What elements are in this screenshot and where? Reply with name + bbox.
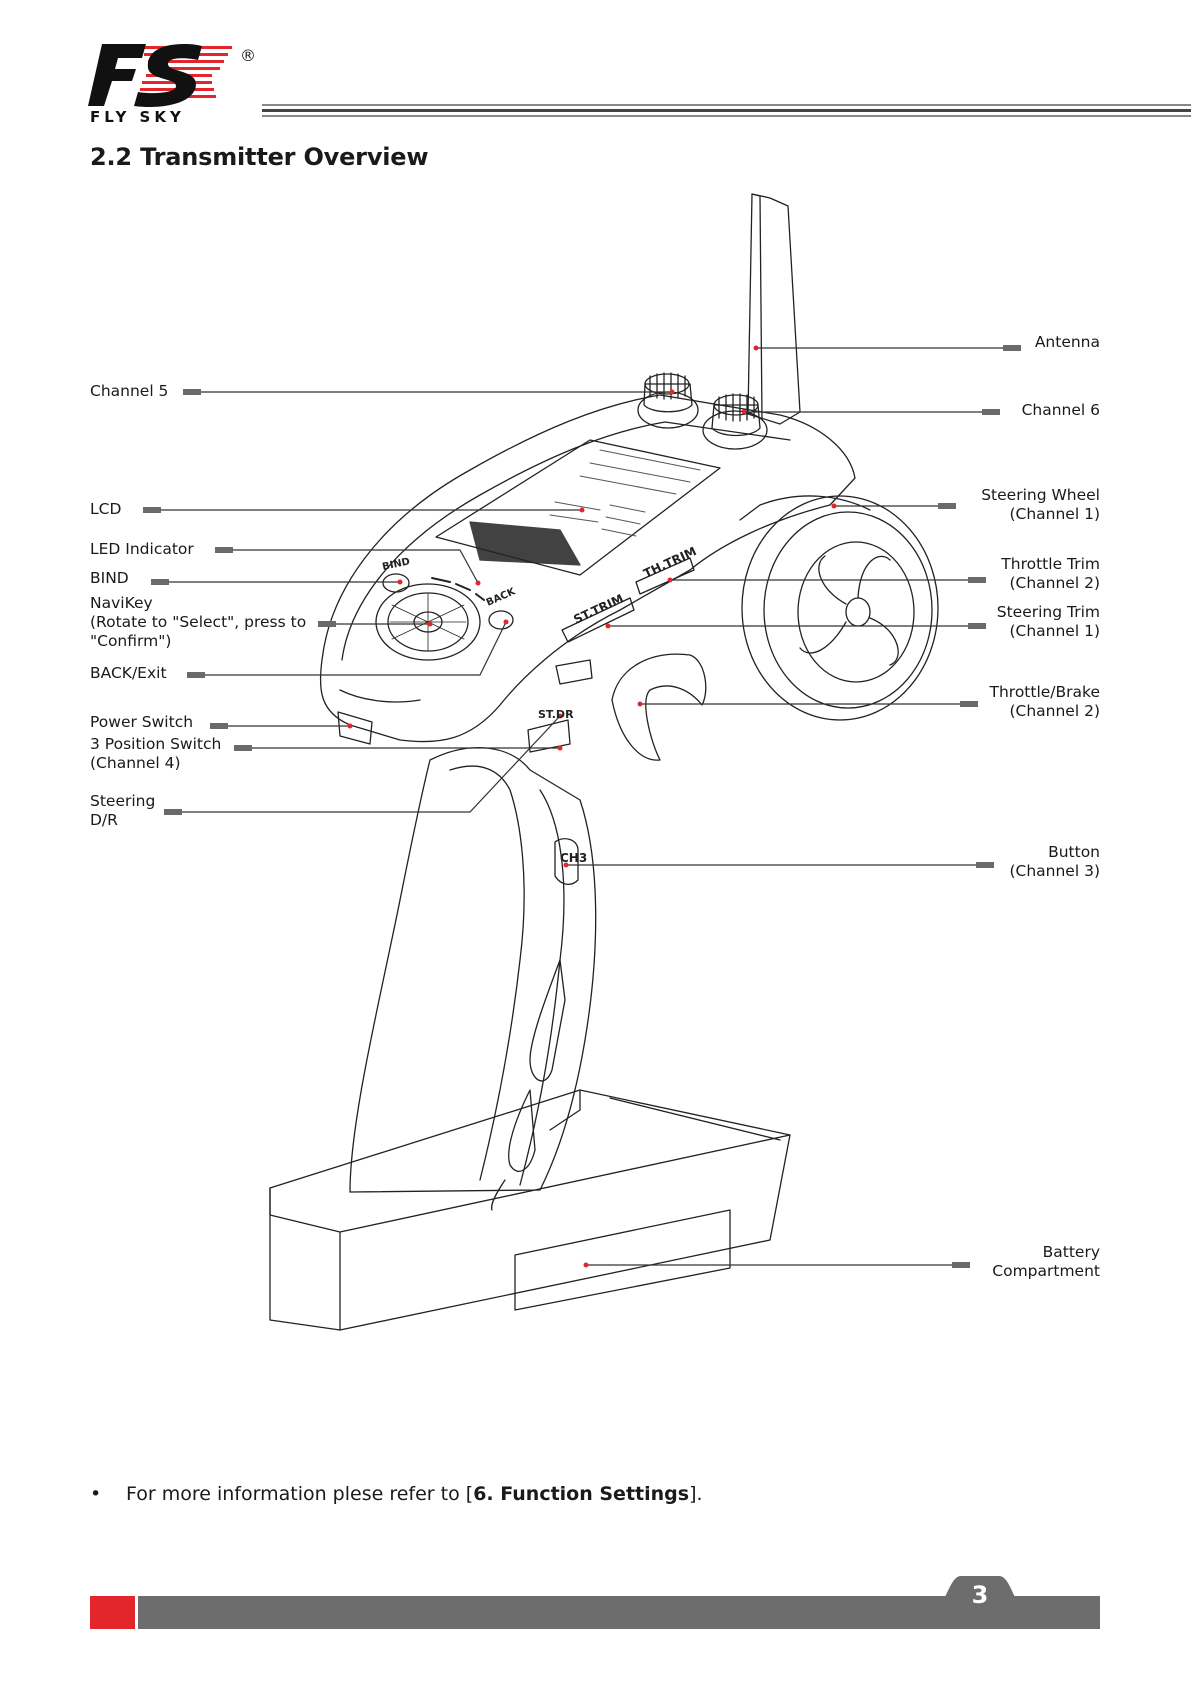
device-ch3-text: CH3 [560, 851, 587, 865]
st-trim-shape [561, 597, 635, 643]
device-bind-text: BIND [381, 556, 411, 573]
st-dr-switch [555, 659, 593, 685]
page-number-tab [930, 1576, 1030, 1612]
info-note: • For more information plese refer to [6.… [90, 1483, 703, 1505]
device-th-trim-text: TH.TRIM [641, 544, 698, 581]
power-switch-shape [337, 711, 373, 745]
steering-wheel-shape [739, 495, 939, 721]
label-antenna: Antenna [1034, 333, 1100, 351]
label-steering-dr: Steering D/R [90, 792, 156, 829]
label-channel6: Channel 6 [1021, 401, 1100, 419]
flysky-logo [88, 44, 232, 108]
grip-handle [349, 747, 597, 1193]
three-position-switch [527, 719, 571, 753]
label-power-switch: Power Switch [90, 713, 194, 731]
label-battery-compartment: Battery Compartment [992, 1243, 1100, 1280]
th-trim-shape [635, 557, 695, 595]
header-rule [262, 104, 1191, 117]
label-navikey: NaviKey (Rotate to "Select", press to "C… [90, 594, 307, 650]
label-throttle-brake: Throttle/Brake (Channel 2) [989, 683, 1101, 720]
label-back-exit: BACK/Exit [90, 664, 167, 682]
device-back-text: BACK [485, 586, 518, 609]
device-st-dr-text: ST.DR [538, 708, 574, 721]
antenna-shape [747, 193, 801, 425]
label-throttle-trim: Throttle Trim (Channel 2) [1001, 555, 1100, 592]
note-suffix: ]. [689, 1483, 703, 1505]
label-bind: BIND [90, 569, 129, 587]
battery-compartment-shape [514, 1209, 731, 1311]
label-three-position-switch: 3 Position Switch (Channel 4) [90, 735, 222, 772]
footer-bar [138, 1596, 1100, 1629]
transmitter-diagram: BIND BACK ST.TRIM TH.TRIM ST.DR CH3 [143, 193, 1021, 1331]
note-link-function-settings: 6. Function Settings [473, 1483, 690, 1505]
note-bullet: • [90, 1483, 102, 1505]
channel5-knob [637, 372, 699, 429]
label-steering-trim: Steering Trim (Channel 1) [996, 603, 1100, 640]
label-button-ch3: Button (Channel 3) [1009, 843, 1100, 880]
label-channel5: Channel 5 [90, 382, 169, 400]
label-led-indicator: LED Indicator [90, 540, 194, 558]
navikey-dial [375, 583, 481, 661]
page-title: 2.2 Transmitter Overview [90, 143, 429, 171]
note-prefix: For more information plese refer to [ [126, 1483, 474, 1505]
throttle-trigger-shape [611, 653, 707, 761]
brand-name: FLY SKY [90, 108, 185, 126]
footer-red-block [90, 1596, 135, 1629]
label-steering-wheel: Steering Wheel (Channel 1) [981, 486, 1100, 523]
registered-mark: ® [240, 46, 256, 65]
page-number: 3 [971, 1581, 989, 1609]
label-lcd: LCD [90, 500, 122, 518]
channel6-knob [702, 393, 768, 450]
transmitter-body [319, 394, 856, 743]
ch3-button-shape [554, 838, 579, 886]
bind-button-shape [382, 573, 410, 593]
back-button-shape [488, 610, 514, 630]
battery-base [269, 1089, 791, 1331]
